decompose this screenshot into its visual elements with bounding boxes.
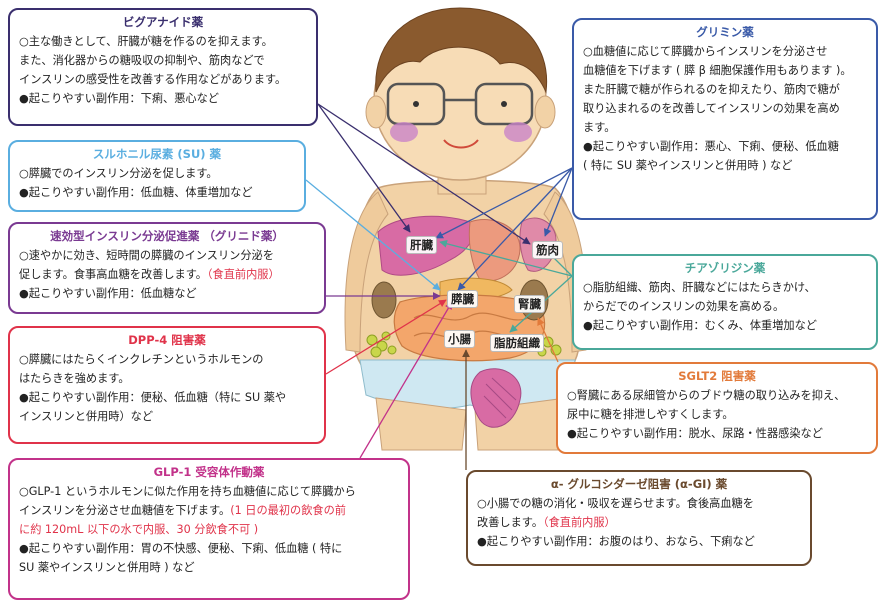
text-su-1: ○膵臓でのインスリン分泌を促します。: [19, 167, 218, 180]
arrow-tzd-liver: [439, 239, 573, 277]
title-sglt2: SGLT2 阻害薬: [678, 369, 756, 383]
text-tzd-1: ○脂肪組織、筋肉、肝臓などにはたらきかけ、: [583, 281, 816, 294]
left-ear: [365, 95, 387, 129]
right-ear: [534, 95, 556, 129]
text-glinide-2: 促します。食事高血糖を改善します。: [19, 268, 207, 281]
text-glimin-6: ●起こりやすい副作用：悪心、下痢、便秘、低血糖: [583, 140, 839, 153]
hair: [375, 7, 548, 94]
box-biguanide: ビグアナイド薬 ○主な働きとして、肝臓が糖を作るのを抑えます。 また、消化器から…: [8, 8, 318, 126]
text-tzd-2: からだでのインスリンの効果を高める。: [583, 300, 785, 313]
text-glimin-4: 取り込まれるのを改善してインスリンの効果を高め: [583, 102, 840, 115]
text-sglt2-1: ○腎臓にある尿細管からのブドウ糖の取り込みを抑え、: [567, 389, 846, 402]
title-tzd: チアゾリジン薬: [684, 261, 766, 275]
text-tzd-3: ●起こりやすい副作用：むくみ、体重増加など: [583, 319, 817, 332]
title-glinide: 速効型インスリン分泌促進薬 （グリニド薬）: [50, 229, 284, 243]
left-leg: [375, 397, 467, 451]
title-agi: α- グルコシダーゼ阻害 (α-GI) 薬: [550, 477, 728, 491]
arrow-biguanide-muscle: [317, 103, 531, 245]
organ-label-kidney: 腎臓: [514, 295, 545, 313]
text-su-2: ●起こりやすい副作用：低血糖、体重増加など: [19, 186, 253, 199]
note-glinide: （食直前内服）: [206, 268, 280, 281]
box-sglt2: SGLT2 阻害薬 ○腎臓にある尿細管からのブドウ糖の取り込みを抑え、 尿中に糖…: [556, 362, 878, 454]
title-glimin: グリミン薬: [696, 25, 754, 39]
box-glimin: グリミン薬 ○血糖値に応じて膵臓からインスリンを分泌させ 血糖値を下げます ( …: [572, 18, 878, 220]
text-glimin-5: ます。: [583, 121, 616, 134]
title-dpp4: DPP-4 阻害薬: [128, 333, 206, 347]
text-biguanide-3: インスリンの感受性を改善する作用などがあります。: [19, 73, 287, 86]
text-dpp4-3: ●起こりやすい副作用：便秘、低血糖（特に SU 薬や: [19, 391, 287, 404]
text-glp1-2: インスリンを分泌させ血糖値を下げます。: [19, 504, 231, 517]
arrow-biguanide-liver: [317, 103, 411, 233]
text-biguanide-1: ○主な働きとして、肝臓が糖を作るのを抑えます。: [19, 35, 273, 48]
left-arm: [344, 191, 389, 353]
left-eye: [413, 101, 419, 107]
arrow-sglt2-kidney: [537, 317, 559, 363]
box-tzd: チアゾリジン薬 ○脂肪組織、筋肉、肝臓などにはたらきかけ、 からだでのインスリン…: [572, 254, 878, 350]
text-agi-3: ●起こりやすい副作用：お腹のはり、おなら、下痢など: [477, 535, 755, 548]
bladder-lines: [483, 377, 517, 419]
text-glinide-3: ●起こりやすい副作用：低血糖など: [19, 287, 197, 300]
box-agi: α- グルコシダーゼ阻害 (α-GI) 薬 ○小腸での糖の消化・吸収を遅らせます…: [466, 470, 812, 566]
organ-label-pancreas: 膵臓: [447, 290, 478, 308]
text-sglt2-2: 尿中に糖を排泄しやすくします。: [567, 408, 734, 421]
box-dpp4: DPP-4 阻害薬 ○膵臓にはたらくインクレチンというホルモンの はたらきを強め…: [8, 326, 326, 444]
text-biguanide-4: ●起こりやすい副作用：下痢、悪心など: [19, 92, 219, 105]
arrow-glimin-liver: [435, 167, 573, 239]
text-glp1-4: SU 薬やインスリンと併用時 ) など: [19, 561, 195, 574]
right-eye: [501, 101, 507, 107]
text-agi-2: 改善します。: [477, 516, 544, 529]
box-su: スルホニル尿素 (SU) 薬 ○膵臓でのインスリン分泌を促します。 ●起こりやす…: [8, 140, 306, 212]
title-biguanide: ビグアナイド薬: [122, 15, 204, 29]
box-glinide: 速効型インスリン分泌促進薬 （グリニド薬） ○速やかに効き、短時間の膵臓のインス…: [8, 222, 326, 314]
kidney-shape-left: [371, 281, 397, 319]
text-glimin-2: 血糖値を下げます ( 膵 β 細胞保護作用もあります )。: [583, 64, 852, 77]
title-su: スルホニル尿素 (SU) 薬: [92, 147, 222, 161]
mouth: [443, 139, 479, 149]
bladder-shape: [470, 368, 522, 428]
text-dpp4-1: ○膵臓にはたらくインクレチンというホルモンの: [19, 353, 264, 366]
organ-label-liver: 肝臓: [406, 236, 437, 254]
arrow-glp1-pancreas: [359, 301, 453, 459]
text-glimin-1: ○血糖値に応じて膵臓からインスリンを分泌させ: [583, 45, 828, 58]
arrow-glimin-pancreas: [457, 167, 573, 291]
glasses-left: [386, 82, 446, 126]
note-glp1-2: に約 120mL 以下の水で内服、30 分飲食不可 ): [19, 523, 259, 536]
text-glp1-3: ●起こりやすい副作用：胃の不快感、便秘、下痢、低血糖 ( 特に: [19, 542, 343, 555]
text-agi-1: ○小腸での糖の消化・吸収を遅らせます。食後高血糖を: [477, 497, 754, 510]
note-glp1-1: (1 日の最初の飲食の前: [230, 504, 346, 517]
text-dpp4-4: インスリンと併用時）など: [19, 410, 154, 423]
organ-label-muscle: 筋肉: [532, 241, 563, 259]
arrow-dpp4-pancreas: [325, 299, 447, 375]
note-agi: （食直前内服）: [543, 516, 616, 529]
text-biguanide-2: また、消化器からの糖吸収の抑制や、筋肉などで: [19, 54, 265, 67]
title-glp1: GLP-1 受容体作動薬: [153, 465, 265, 479]
arrow-su-pancreas: [305, 179, 441, 291]
box-glp1: GLP-1 受容体作動薬 ○GLP-1 というホルモンに似た作用を持ち血糖値に応…: [8, 458, 410, 600]
text-glinide-1: ○速やかに効き、短時間の膵臓のインスリン分泌を: [19, 249, 274, 262]
text-dpp4-2: はたらきを強めます。: [19, 372, 130, 385]
text-sglt2-3: ●起こりやすい副作用：脱水、尿路・性器感染など: [567, 427, 823, 440]
arrow-glimin-muscle: [543, 167, 573, 237]
organ-label-small-intestine: 小腸: [444, 330, 475, 348]
organ-label-fat: 脂肪組織: [490, 334, 544, 352]
text-glimin-3: また肝臓で糖が作られるのを抑えたり、筋肉で糖が: [583, 83, 840, 96]
text-glimin-7: ( 特に SU 薬やインスリンと併用時 ) など: [583, 159, 793, 172]
glasses-right: [474, 82, 534, 126]
text-glp1-1: ○GLP-1 というホルモンに似た作用を持ち血糖値に応じて膵臓から: [19, 485, 356, 498]
left-cheek: [390, 122, 418, 142]
right-cheek: [504, 122, 532, 142]
